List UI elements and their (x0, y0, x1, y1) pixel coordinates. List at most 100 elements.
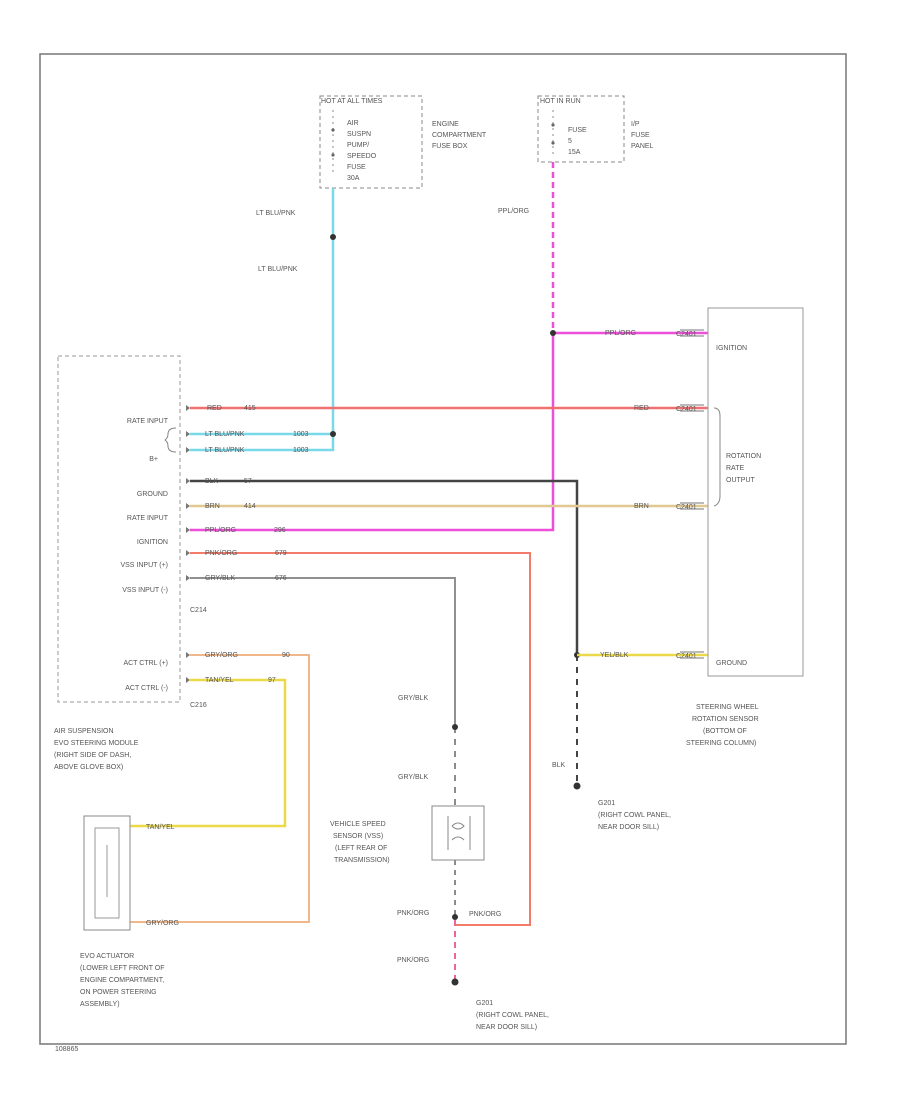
fuse-box-left (319, 95, 423, 189)
pin-wire: RED (207, 405, 222, 412)
sensor-connector: C2401 (676, 653, 697, 660)
wire-gry-org (130, 654, 310, 923)
wire-label: GRY/BLK (398, 774, 429, 781)
wire-label: PPL/ORG (498, 208, 529, 215)
steering-rotation-sensor (707, 307, 804, 677)
evo-actuator (83, 815, 131, 931)
evo-module (57, 355, 181, 703)
module-pin-label: RATE INPUT (127, 418, 169, 425)
module-pin-label: VSS INPUT (-) (122, 587, 168, 594)
ground-label: (RIGHT COWL PANEL, (598, 812, 671, 819)
ground-label: (RIGHT COWL PANEL, (476, 1012, 549, 1019)
module-pin-label: IGNITION (137, 539, 168, 546)
actuator-description: ENGINE COMPARTMENT, (80, 977, 164, 984)
wire-label: GRY/ORG (146, 920, 179, 927)
wire-label: LT BLU/PNK (256, 210, 296, 217)
wire-pnk-org (190, 552, 531, 926)
pin-circuit: 676 (275, 575, 287, 582)
sensor-pin-label: GROUND (716, 660, 747, 667)
wire-label: YEL/BLK (600, 652, 629, 659)
fuse-right-location: PANEL (631, 143, 654, 150)
fuse-left-location: COMPARTMENT (432, 132, 487, 139)
wire-label: RED (634, 405, 649, 412)
ground-label: NEAR DOOR SILL) (476, 1024, 537, 1031)
vss-description: (LEFT REAR OF (335, 845, 387, 852)
figure-id: 108865 (55, 1046, 78, 1053)
sensor-connector: C2401 (676, 504, 697, 511)
module-description: (RIGHT SIDE OF DASH, (54, 752, 131, 759)
module-pin-label: ACT CTRL (-) (125, 685, 168, 692)
actuator-description: ON POWER STEERING (80, 989, 157, 996)
ground-label: NEAR DOOR SILL) (598, 824, 659, 831)
fuse-left-location: FUSE BOX (432, 143, 468, 150)
connector-label: C214 (190, 607, 207, 614)
wire-label: BLK (552, 762, 566, 769)
wire-blk (190, 479, 579, 655)
fuse-left-location: ENGINE (432, 121, 459, 128)
pin-wire: BRN (205, 503, 220, 510)
pin-circuit: 415 (244, 405, 256, 412)
fuse-left-line: FUSE (347, 164, 366, 171)
fuse-left-line: AIR (347, 120, 359, 127)
wire-tan-yel (130, 678, 287, 828)
wire-gry-blk (190, 577, 456, 727)
fuse-right-line: 15A (568, 149, 581, 156)
actuator-description: EVO ACTUATOR (80, 953, 134, 960)
sensor-connector: C2401 (676, 331, 697, 338)
sensor-description: (BOTTOM OF (703, 728, 747, 735)
ground-label: G201 (598, 800, 615, 807)
wire-label: PNK/ORG (397, 957, 429, 964)
module-pin-label: VSS INPUT (+) (120, 562, 168, 569)
vss-description: VEHICLE SPEED (330, 821, 386, 828)
wire-label: PPL/ORG (605, 330, 636, 337)
sensor-description: STEERING WHEEL (696, 704, 759, 711)
actuator-description: (LOWER LEFT FRONT OF (80, 965, 165, 972)
module-pin-label: ACT CTRL (+) (123, 660, 168, 667)
connector-label: C216 (190, 702, 207, 709)
fuse-right-line: 5 (568, 138, 572, 145)
wire-label: BRN (634, 503, 649, 510)
sensor-pin-label: IGNITION (716, 345, 747, 352)
sensor-pin-label: ROTATION (726, 453, 761, 460)
fuse-box-right (537, 95, 625, 163)
vss-description: TRANSMISSION) (334, 857, 390, 864)
actuator-description: ASSEMBLY) (80, 1001, 120, 1008)
ground-label: G201 (476, 1000, 493, 1007)
pin-circuit: 296 (274, 527, 286, 534)
pin-wire: GRY/BLK (205, 575, 236, 582)
sensor-description: ROTATION SENSOR (692, 716, 759, 723)
fuse-left-line: PUMP/ (347, 142, 369, 149)
fuse-left-line: SPEEDO (347, 153, 377, 160)
wire-lt-blu-pnk (190, 188, 335, 452)
pin-wire: TAN/YEL (205, 677, 234, 684)
pin-circuit: 90 (282, 652, 290, 659)
pin-circuit: 97 (268, 677, 276, 684)
pin-circuit: 414 (244, 503, 256, 510)
sensor-pin-label: RATE (726, 465, 744, 472)
pin-wire: BLK (205, 478, 219, 485)
pin-circuit: 1003 (293, 447, 309, 454)
fuse-right-header: HOT IN RUN (540, 98, 581, 105)
pin-wire: PNK/ORG (205, 550, 237, 557)
sensor-connector: C2401 (676, 406, 697, 413)
wire-label: LT BLU/PNK (258, 266, 298, 273)
module-description: ABOVE GLOVE BOX) (54, 764, 123, 771)
module-description: EVO STEERING MODULE (54, 740, 139, 747)
wire-label: GRY/BLK (398, 695, 429, 702)
wire-label: PNK/ORG (469, 911, 501, 918)
wire-label: PNK/ORG (397, 910, 429, 917)
pin-wire: LT BLU/PNK (205, 447, 245, 454)
pin-wire: PPL/ORG (205, 527, 236, 534)
sensor-pin-label: OUTPUT (726, 477, 756, 484)
fuse-left-line: SUSPN (347, 131, 371, 138)
module-pin-label: GROUND (137, 491, 168, 498)
wire-label: TAN/YEL (146, 824, 175, 831)
sensor-description: STEERING COLUMN) (686, 740, 756, 747)
fuse-right-location: FUSE (631, 132, 650, 139)
module-pin-label: RATE INPUT (127, 515, 169, 522)
fuse-right-line: FUSE (568, 127, 587, 134)
pin-circuit: 679 (275, 550, 287, 557)
vss-description: SENSOR (VSS) (333, 833, 383, 840)
vehicle-speed-sensor (431, 805, 485, 861)
